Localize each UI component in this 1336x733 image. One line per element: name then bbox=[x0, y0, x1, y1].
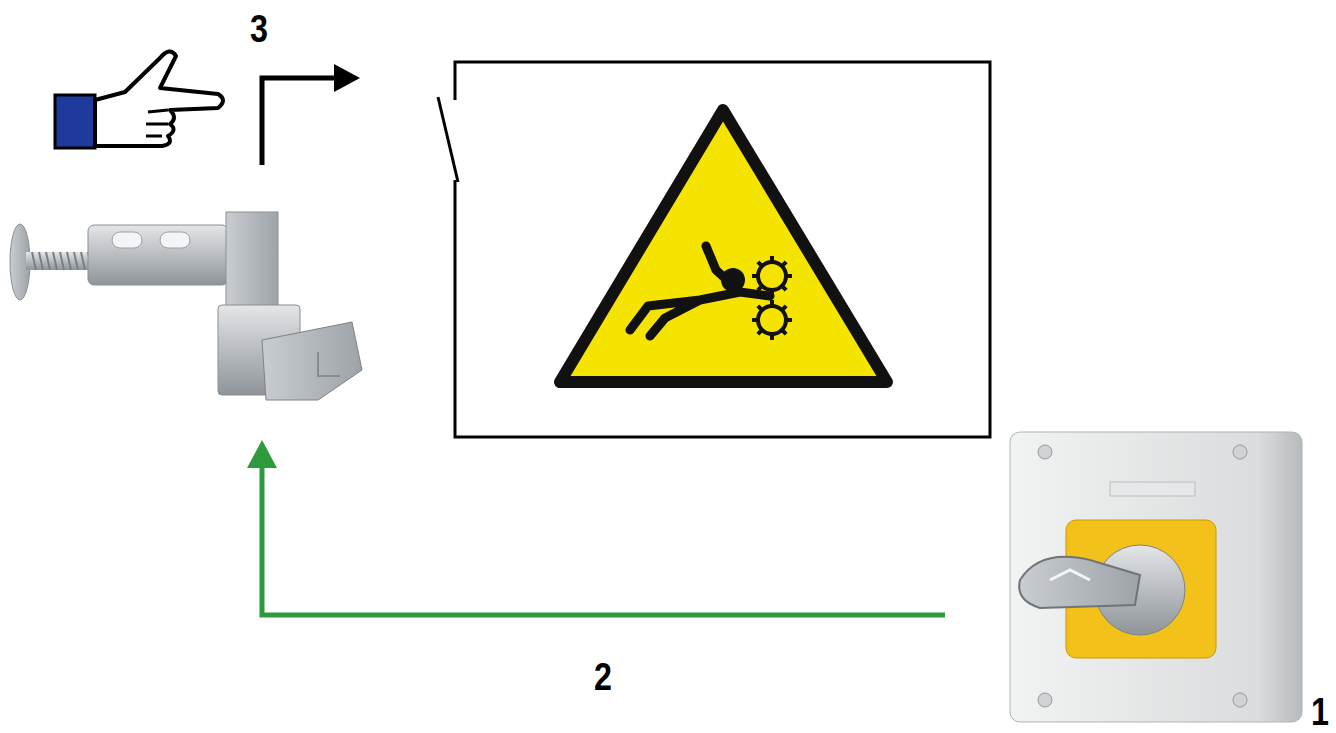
thread-stroke bbox=[74, 252, 78, 270]
callout-number: 2 bbox=[594, 658, 612, 696]
key-switch-box bbox=[1010, 432, 1302, 722]
gear-tooth bbox=[770, 334, 774, 340]
gear-tooth bbox=[786, 274, 792, 278]
safety-door-lock bbox=[10, 212, 362, 400]
thread-stroke bbox=[81, 252, 85, 270]
callout-number: 3 bbox=[250, 10, 268, 48]
gear-tooth bbox=[752, 274, 758, 278]
entanglement-warning-sign bbox=[560, 110, 887, 382]
thread-stroke bbox=[67, 252, 71, 270]
gear-tooth bbox=[752, 318, 758, 322]
thread-stroke bbox=[32, 252, 36, 270]
gear-tooth bbox=[782, 306, 786, 310]
gear-tooth bbox=[758, 262, 762, 266]
gear-tooth bbox=[758, 286, 762, 290]
thread-stroke bbox=[60, 252, 64, 270]
key-transfer-arrow bbox=[247, 440, 945, 615]
gear-tooth bbox=[770, 256, 774, 262]
guard-enclosure bbox=[438, 62, 990, 437]
callout-number: 1 bbox=[1311, 693, 1329, 731]
gear-tooth bbox=[770, 290, 774, 296]
gear-tooth bbox=[786, 318, 792, 322]
gear-tooth bbox=[770, 300, 774, 306]
gear-tooth bbox=[782, 262, 786, 266]
thread-stroke bbox=[46, 252, 50, 270]
gear-tooth bbox=[758, 306, 762, 310]
gear-tooth bbox=[782, 330, 786, 334]
exit-arrow bbox=[262, 64, 360, 165]
thread-stroke bbox=[53, 252, 57, 270]
gear-tooth bbox=[782, 286, 786, 290]
gear-tooth bbox=[758, 330, 762, 334]
hand-icon bbox=[55, 51, 223, 148]
thread-stroke bbox=[39, 252, 43, 270]
